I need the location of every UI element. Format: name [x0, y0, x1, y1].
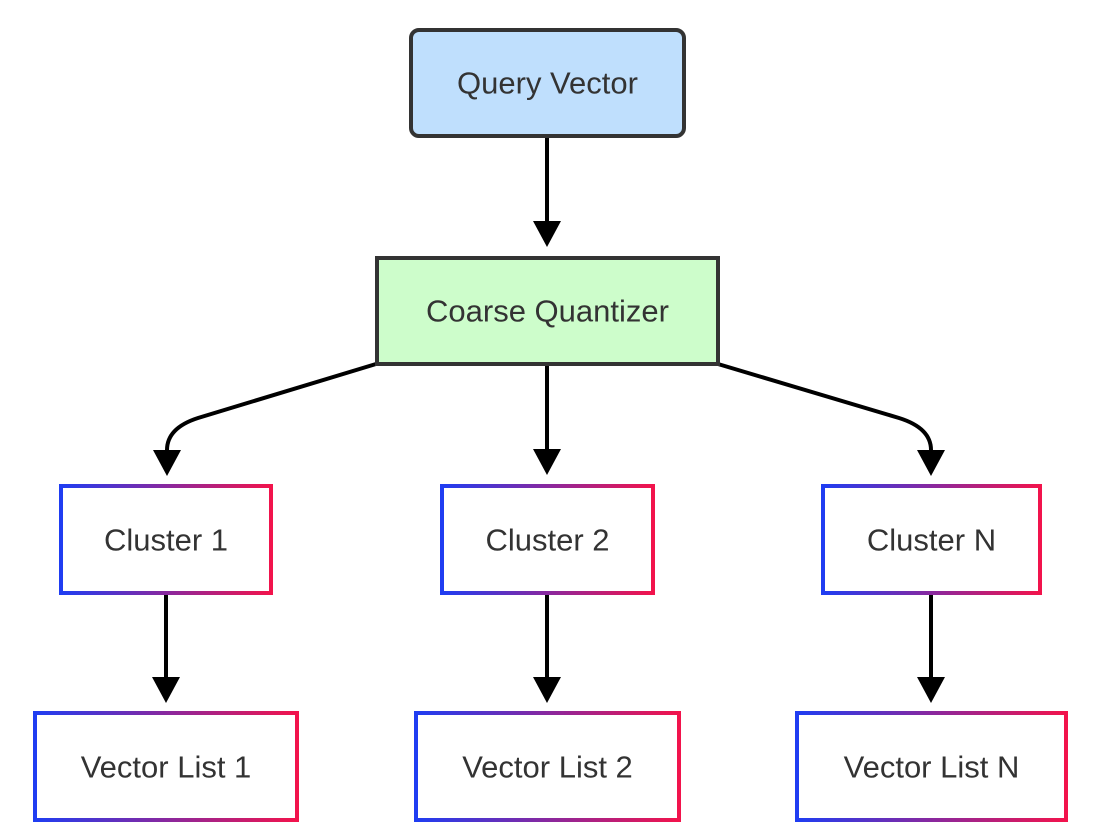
arrowhead	[917, 677, 945, 703]
edge-line	[165, 362, 377, 451]
node-vector-list-1: Vector List 1	[33, 711, 299, 822]
node-label: Cluster 1	[104, 523, 228, 558]
node-box	[33, 711, 299, 822]
node-label: Vector List N	[844, 750, 1020, 785]
node-vector-list-2: Vector List 2	[414, 711, 681, 822]
node-box	[821, 484, 1042, 595]
node-label: Query Vector	[457, 66, 638, 101]
node-query-vector: Query Vector	[409, 28, 686, 138]
node-vector-list-n: Vector List N	[795, 711, 1068, 822]
node-label: Cluster N	[867, 523, 996, 558]
edge-query-to-quantizer	[533, 138, 561, 247]
node-label: Vector List 2	[462, 750, 633, 785]
edge-quantizer-to-cluster-n	[717, 362, 945, 476]
node-label: Vector List 1	[81, 750, 252, 785]
node-cluster-2: Cluster 2	[440, 484, 655, 595]
node-cluster-n: Cluster N	[821, 484, 1042, 595]
arrowhead	[153, 450, 181, 476]
arrowhead	[917, 450, 945, 476]
edge-quantizer-to-cluster-2	[533, 366, 561, 475]
node-box	[795, 711, 1068, 822]
node-box	[409, 28, 686, 138]
edge-cluster-2-to-vector-list-2	[533, 595, 561, 703]
arrowhead	[533, 221, 561, 247]
node-box	[414, 711, 681, 822]
nodes: Query Vector Coarse Quantizer Cluster 1 …	[33, 28, 1068, 822]
node-coarse-quantizer: Coarse Quantizer	[375, 256, 720, 366]
node-box	[59, 484, 273, 595]
arrowhead	[533, 677, 561, 703]
edge-quantizer-to-cluster-1	[153, 362, 377, 476]
node-label: Coarse Quantizer	[426, 294, 669, 329]
arrowhead	[152, 677, 180, 703]
node-box	[440, 484, 655, 595]
edge-cluster-1-to-vector-list-1	[152, 595, 180, 703]
node-cluster-1: Cluster 1	[59, 484, 273, 595]
edge-cluster-n-to-vector-list-n	[917, 595, 945, 703]
node-label: Cluster 2	[485, 523, 609, 558]
node-box	[375, 256, 720, 366]
arrowhead	[533, 449, 561, 475]
edge-line	[717, 362, 933, 451]
edges	[152, 138, 945, 703]
